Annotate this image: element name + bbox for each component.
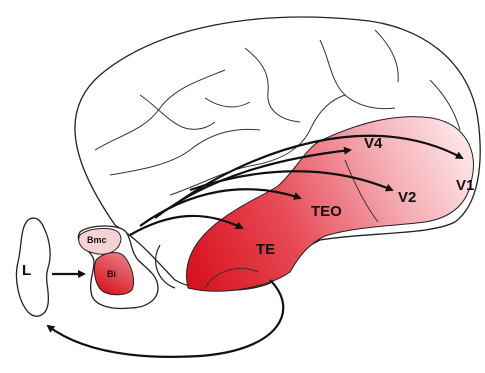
- arrow-feedback-to-l: [48, 280, 283, 357]
- label-te: TE: [256, 241, 275, 258]
- label-v1: V1: [456, 177, 474, 194]
- label-bi: Bi: [107, 269, 116, 279]
- label-l: L: [22, 262, 31, 279]
- label-bmc: Bmc: [87, 235, 107, 245]
- label-v4: V4: [364, 135, 383, 152]
- label-v2: V2: [398, 189, 416, 206]
- label-teo: TEO: [311, 203, 342, 220]
